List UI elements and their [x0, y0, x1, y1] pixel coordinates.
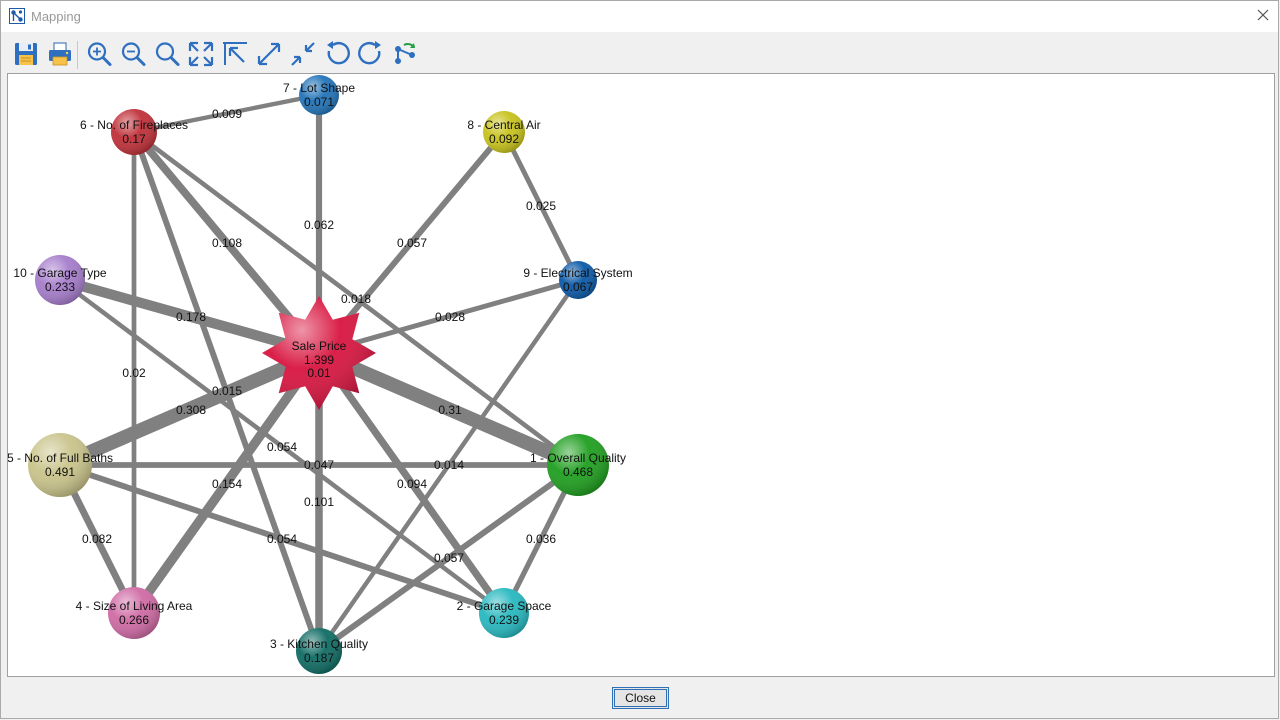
edge-n6-n7[interactable] — [133, 92, 320, 135]
edge-sale_price-n4[interactable] — [130, 350, 323, 616]
node-value: 0.187 — [304, 651, 334, 665]
node-label: 9 - Electrical System — [523, 266, 632, 280]
edge-weight-label: 0.108 — [212, 236, 242, 250]
node-label: 6 - No. of Fireplaces — [80, 118, 188, 132]
edge-weight-label: 0.057 — [397, 236, 427, 250]
edge-n6-n3[interactable] — [131, 131, 322, 652]
node-value: 0.468 — [563, 465, 593, 479]
window-title: Mapping — [31, 9, 81, 24]
edge-n5-n2[interactable] — [59, 462, 505, 616]
rotate-left-icon[interactable] — [322, 39, 352, 69]
title-bar: Mapping — [1, 1, 1278, 32]
zoom-icon[interactable] — [152, 39, 182, 69]
reset-view-icon[interactable] — [220, 39, 250, 69]
contract-icon[interactable] — [288, 39, 318, 69]
edge-weight-label: 0.057 — [434, 551, 464, 565]
edge-weight-label: 0.101 — [304, 495, 334, 509]
edge-weight-label: 0.082 — [82, 532, 112, 546]
save-icon[interactable] — [11, 39, 41, 69]
fit-view-icon[interactable] — [186, 39, 216, 69]
close-button[interactable]: Close — [612, 687, 669, 709]
node-label: 7 - Lot Shape — [283, 81, 355, 95]
edge-weight-label: 0.028 — [435, 310, 465, 324]
node-value: 0.071 — [304, 95, 334, 109]
edge-sale_price-n1[interactable] — [316, 346, 581, 472]
edge-weight-label: 0.047 — [304, 458, 334, 472]
edge-weight-label: 0.054 — [267, 440, 297, 454]
node-label: 5 - No. of Full Baths — [7, 451, 113, 465]
node-value: 0.092 — [489, 132, 519, 146]
center-node-value2: 0.01 — [307, 366, 331, 380]
node-label: 4 - Size of Living Area — [76, 599, 193, 613]
node-label: 2 - Garage Space — [457, 599, 552, 613]
print-icon[interactable] — [45, 39, 75, 69]
center-node-value1: 1.399 — [304, 353, 334, 367]
node-value: 0.233 — [45, 280, 75, 294]
node-label: 10 - Garage Type — [13, 266, 106, 280]
edge-weight-label: 0.154 — [212, 477, 242, 491]
node-label: 8 - Central Air — [467, 118, 540, 132]
edge-n8-n9[interactable] — [501, 130, 581, 282]
edge-weight-label: 0.02 — [122, 366, 146, 380]
edge-weight-label: 0.009 — [212, 107, 242, 121]
edge-weight-label: 0.036 — [526, 532, 556, 546]
close-icon[interactable] — [1256, 8, 1270, 22]
edge-weight-label: 0.308 — [176, 403, 206, 417]
edge-weight-label: 0.054 — [267, 532, 297, 546]
rotate-right-icon[interactable] — [356, 39, 386, 69]
network-graph: 0.31 0.308 0.178 0.154 0.108 0.101 0.094 0.062 0… — [7, 75, 633, 674]
edge-sale_price-n10[interactable] — [58, 275, 321, 358]
edge-sale_price-n5[interactable] — [57, 346, 322, 472]
node-label: 3 - Kitchen Quality — [270, 637, 368, 651]
edge-n10-n2[interactable] — [58, 278, 506, 615]
edge-weight-label: 0.015 — [212, 384, 242, 398]
expand-icon[interactable] — [254, 39, 284, 69]
edge-weight-label: 0.018 — [341, 292, 371, 306]
layout-icon[interactable] — [390, 39, 420, 69]
zoom-out-icon[interactable] — [118, 39, 148, 69]
edge-weight-label: 0.178 — [176, 310, 206, 324]
edge-n6-n1[interactable] — [132, 130, 580, 467]
edge-weight-label: 0.014 — [434, 458, 464, 472]
node-value: 0.17 — [122, 132, 146, 146]
edge-weight-label: 0.094 — [397, 477, 427, 491]
node-value: 0.067 — [563, 280, 593, 294]
node-value: 0.239 — [489, 613, 519, 627]
center-node-label: Sale Price — [292, 339, 347, 353]
edge-sale_price-n9[interactable] — [318, 277, 579, 356]
node-value: 0.266 — [119, 613, 149, 627]
node-label: 1 - Overall Quality — [530, 451, 626, 465]
mapping-canvas[interactable]: 0.31 0.308 0.178 0.154 0.108 0.101 0.094 0.062 0… — [7, 73, 1275, 677]
toolbar-separator — [77, 41, 78, 69]
node-value: 0.491 — [45, 465, 75, 479]
edge-n9-n3[interactable] — [317, 278, 580, 653]
edge-weight-label: 0.062 — [304, 218, 334, 232]
edge-weight-label: 0.025 — [526, 199, 556, 213]
mapping-app-icon — [9, 8, 25, 24]
edge-n1-n3[interactable] — [317, 462, 580, 654]
edge-sale_price-n2[interactable] — [316, 350, 507, 616]
zoom-in-icon[interactable] — [84, 39, 114, 69]
edge-weight-label: 0.31 — [438, 403, 462, 417]
